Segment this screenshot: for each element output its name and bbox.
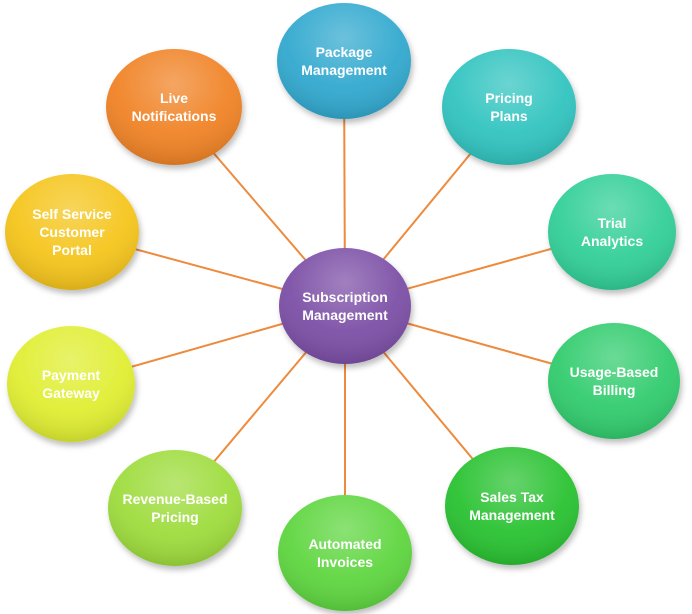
node-label-live-notifications-line: Live — [160, 90, 188, 106]
node-circle-sales-tax-management-gloss — [445, 447, 579, 565]
node-label-revenue-based-pricing-line: Revenue-Based — [122, 491, 227, 507]
node-label-payment-gateway-line: Gateway — [42, 385, 100, 401]
node-label-usage-based-billing-line: Usage-Based — [570, 364, 659, 380]
node-label-trial-analytics-line: Trial — [598, 215, 627, 231]
node-label-usage-based-billing-line: Billing — [593, 382, 636, 398]
node-label-package-management-line: Package — [316, 44, 373, 60]
node-label-package-management-line: Management — [301, 62, 387, 78]
node-label-self-service-customer-portal-line: Portal — [52, 242, 92, 258]
node-circle-live-notifications-gloss — [106, 49, 242, 165]
node-circle-pricing-plans-gloss — [442, 49, 576, 165]
node-label-sales-tax-management-line: Sales Tax — [480, 489, 544, 505]
node-label-live-notifications-line: Notifications — [132, 108, 217, 124]
node-label-sales-tax-management-line: Management — [469, 507, 555, 523]
node-label-revenue-based-pricing-line: Pricing — [151, 509, 198, 525]
center-label-line: Management — [302, 307, 388, 323]
node-label-automated-invoices-line: Automated — [308, 536, 381, 552]
node-circle-package-management-gloss — [277, 3, 411, 119]
node-circle-automated-invoices-gloss — [278, 495, 412, 611]
node-label-automated-invoices-line: Invoices — [317, 554, 373, 570]
node-label-pricing-plans-line: Pricing — [485, 90, 532, 106]
node-circle-usage-based-billing-gloss — [548, 323, 680, 439]
node-label-trial-analytics-line: Analytics — [581, 233, 643, 249]
node-circle-trial-analytics-gloss — [548, 174, 676, 290]
center-circle-gloss — [279, 248, 411, 364]
center-label-line: Subscription — [302, 289, 388, 305]
node-circle-revenue-based-pricing-gloss — [108, 450, 242, 566]
node-label-payment-gateway-line: Payment — [42, 367, 101, 383]
node-circle-payment-gateway-gloss — [7, 326, 135, 442]
node-label-self-service-customer-portal-line: Customer — [39, 224, 105, 240]
node-circle-self-service-customer-portal-gloss — [5, 174, 139, 290]
node-label-pricing-plans-line: Plans — [490, 108, 528, 124]
node-label-self-service-customer-portal-line: Self Service — [32, 206, 112, 222]
